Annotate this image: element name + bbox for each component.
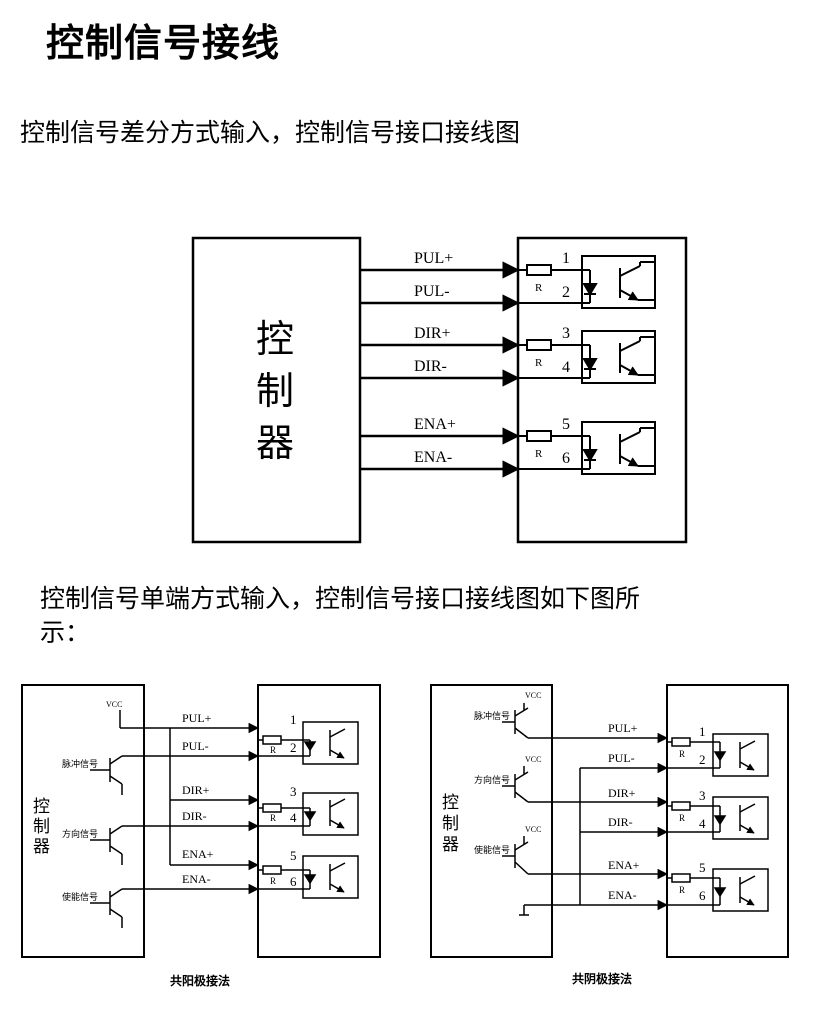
signal-label-ena-minus: ENA- [414, 449, 452, 466]
signal-label-dir-plus: DIR+ [182, 783, 210, 797]
controller-char-1: 控 [33, 797, 50, 817]
opto-channel-1 [258, 721, 359, 765]
controller-box [430, 684, 553, 958]
resistor-label: R [535, 357, 543, 369]
direction-transistor [90, 820, 260, 865]
signal-label-dir-minus: DIR- [608, 815, 633, 829]
input-label-pulse: 脉冲信号 [474, 710, 510, 722]
pin-number-1: 1 [290, 712, 297, 727]
page-title: 控制信号接线 [46, 21, 281, 65]
pin-number-4: 4 [699, 816, 706, 831]
driver-box [666, 684, 789, 958]
input-label-direction: 方向信号 [474, 774, 510, 786]
resistor-label: R [679, 749, 685, 759]
controller-char-3: 器 [442, 835, 459, 855]
pin-number-6: 6 [290, 874, 297, 889]
signal-label-dir-plus: DIR+ [414, 325, 451, 342]
signal-label-pul-minus: PUL- [608, 751, 635, 765]
pin-number-5: 5 [290, 848, 297, 863]
signal-label-ena-plus: ENA+ [182, 847, 214, 861]
controller-char-1: 控 [442, 793, 459, 813]
signal-label-pul-minus: PUL- [182, 739, 209, 753]
controller-box [191, 236, 362, 544]
opto-channel-1 [667, 733, 769, 777]
pin-number-1: 1 [562, 250, 570, 267]
pin-number-5: 5 [562, 416, 570, 433]
pin-number-4: 4 [290, 810, 297, 825]
pin-number-1: 1 [699, 724, 706, 739]
controller-char-2: 制 [442, 814, 459, 834]
section-caption-single-ended: 控制信号单端方式输入，控制信号接口接线图如下图所 示： [40, 582, 640, 650]
resistor-label: R [679, 813, 685, 823]
signal-label-ena-plus: ENA+ [608, 858, 640, 872]
pin-number-6: 6 [562, 450, 570, 467]
resistor-label: R [535, 282, 543, 294]
signal-label-ena-minus: ENA- [608, 888, 637, 902]
pin-number-3: 3 [699, 788, 706, 803]
caption-line-2: 示： [40, 618, 91, 647]
vcc-label: VCC [525, 755, 541, 764]
pin-number-2: 2 [699, 752, 706, 767]
input-label-enable: 使能信号 [62, 891, 98, 903]
input-label-direction: 方向信号 [62, 828, 98, 840]
diagram-caption: 共阳极接法 [170, 973, 230, 988]
signal-label-pul-plus: PUL+ [182, 711, 212, 725]
pin-number-2: 2 [290, 740, 297, 755]
driver-box [257, 684, 381, 958]
controller-char-3: 器 [33, 837, 50, 857]
opto-channel-2 [518, 330, 656, 384]
pulse-transistor [90, 750, 260, 795]
pulse-transistor [502, 703, 669, 744]
controller-char-2: 制 [256, 369, 294, 413]
signal-label-pul-minus: PUL- [414, 283, 450, 300]
section-caption-differential: 控制信号差分方式输入，控制信号接口接线图 [20, 118, 521, 147]
resistor-label: R [270, 745, 276, 755]
signal-label-dir-plus: DIR+ [608, 786, 636, 800]
controller-char-3: 器 [256, 421, 294, 465]
signal-label-pul-plus: PUL+ [414, 250, 453, 267]
controller-box [21, 684, 145, 958]
signal-label-pul-plus: PUL+ [608, 721, 638, 735]
enable-transistor [90, 883, 260, 928]
vcc-label: VCC [106, 700, 122, 709]
opto-channel-2 [258, 792, 359, 836]
pin-number-6: 6 [699, 888, 706, 903]
direction-transistor [502, 766, 669, 808]
common-anode-diagram [21, 684, 381, 958]
opto-channel-3 [518, 421, 656, 475]
controller-char-2: 制 [33, 817, 50, 837]
resistor-label: R [270, 876, 276, 886]
signal-label-ena-minus: ENA- [182, 872, 211, 886]
signal-label-ena-plus: ENA+ [414, 416, 456, 433]
resistor-label: R [679, 885, 685, 895]
opto-channel-2 [667, 796, 769, 840]
pin-number-3: 3 [562, 325, 570, 342]
opto-channel-1 [518, 255, 656, 309]
input-label-pulse: 脉冲信号 [62, 758, 98, 770]
caption-line-1: 控制信号单端方式输入，控制信号接口接线图如下图所 [40, 584, 641, 613]
pin-number-5: 5 [699, 860, 706, 875]
pin-number-3: 3 [290, 784, 297, 799]
diagram-caption: 共阴极接法 [572, 971, 632, 986]
vcc-label: VCC [525, 825, 541, 834]
signal-label-dir-minus: DIR- [414, 358, 447, 375]
opto-channel-3 [258, 855, 359, 899]
differential-wiring-diagram [191, 236, 688, 544]
pin-number-4: 4 [562, 359, 570, 376]
signal-label-dir-minus: DIR- [182, 809, 207, 823]
controller-char-1: 控 [256, 317, 294, 361]
opto-channel-3 [667, 868, 769, 912]
resistor-label: R [535, 448, 543, 460]
driver-box [516, 236, 688, 544]
vcc-label: VCC [525, 691, 541, 700]
common-cathode-diagram [430, 684, 789, 958]
pin-number-2: 2 [562, 284, 570, 301]
enable-transistor [502, 836, 669, 880]
resistor-label: R [270, 813, 276, 823]
input-label-enable: 使能信号 [474, 844, 510, 856]
